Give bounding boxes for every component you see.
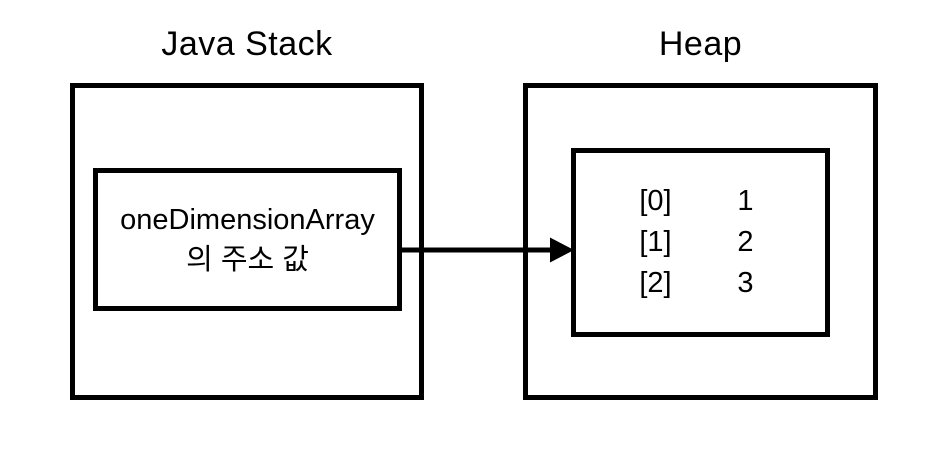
variable-name-label: oneDimensionArray: [120, 203, 375, 236]
array-value: 2: [737, 226, 754, 258]
array-index: [1]: [639, 226, 672, 258]
array-value: 3: [737, 267, 754, 299]
java-stack-title: Java Stack: [161, 25, 333, 63]
array-value: 1: [737, 185, 754, 217]
array-row: [2] 3: [576, 263, 825, 304]
variable-address-label: 의 주소 값: [186, 243, 309, 276]
heap-array-box: [0] 1 [1] 2 [2] 3: [571, 148, 830, 337]
array-index: [2]: [639, 267, 672, 299]
stack-variable-box: oneDimensionArray 의 주소 값: [93, 168, 402, 311]
array-index: [0]: [639, 185, 672, 217]
array-row: [0] 1: [576, 181, 825, 222]
array-row: [1] 2: [576, 222, 825, 263]
heap-title: Heap: [658, 25, 743, 63]
